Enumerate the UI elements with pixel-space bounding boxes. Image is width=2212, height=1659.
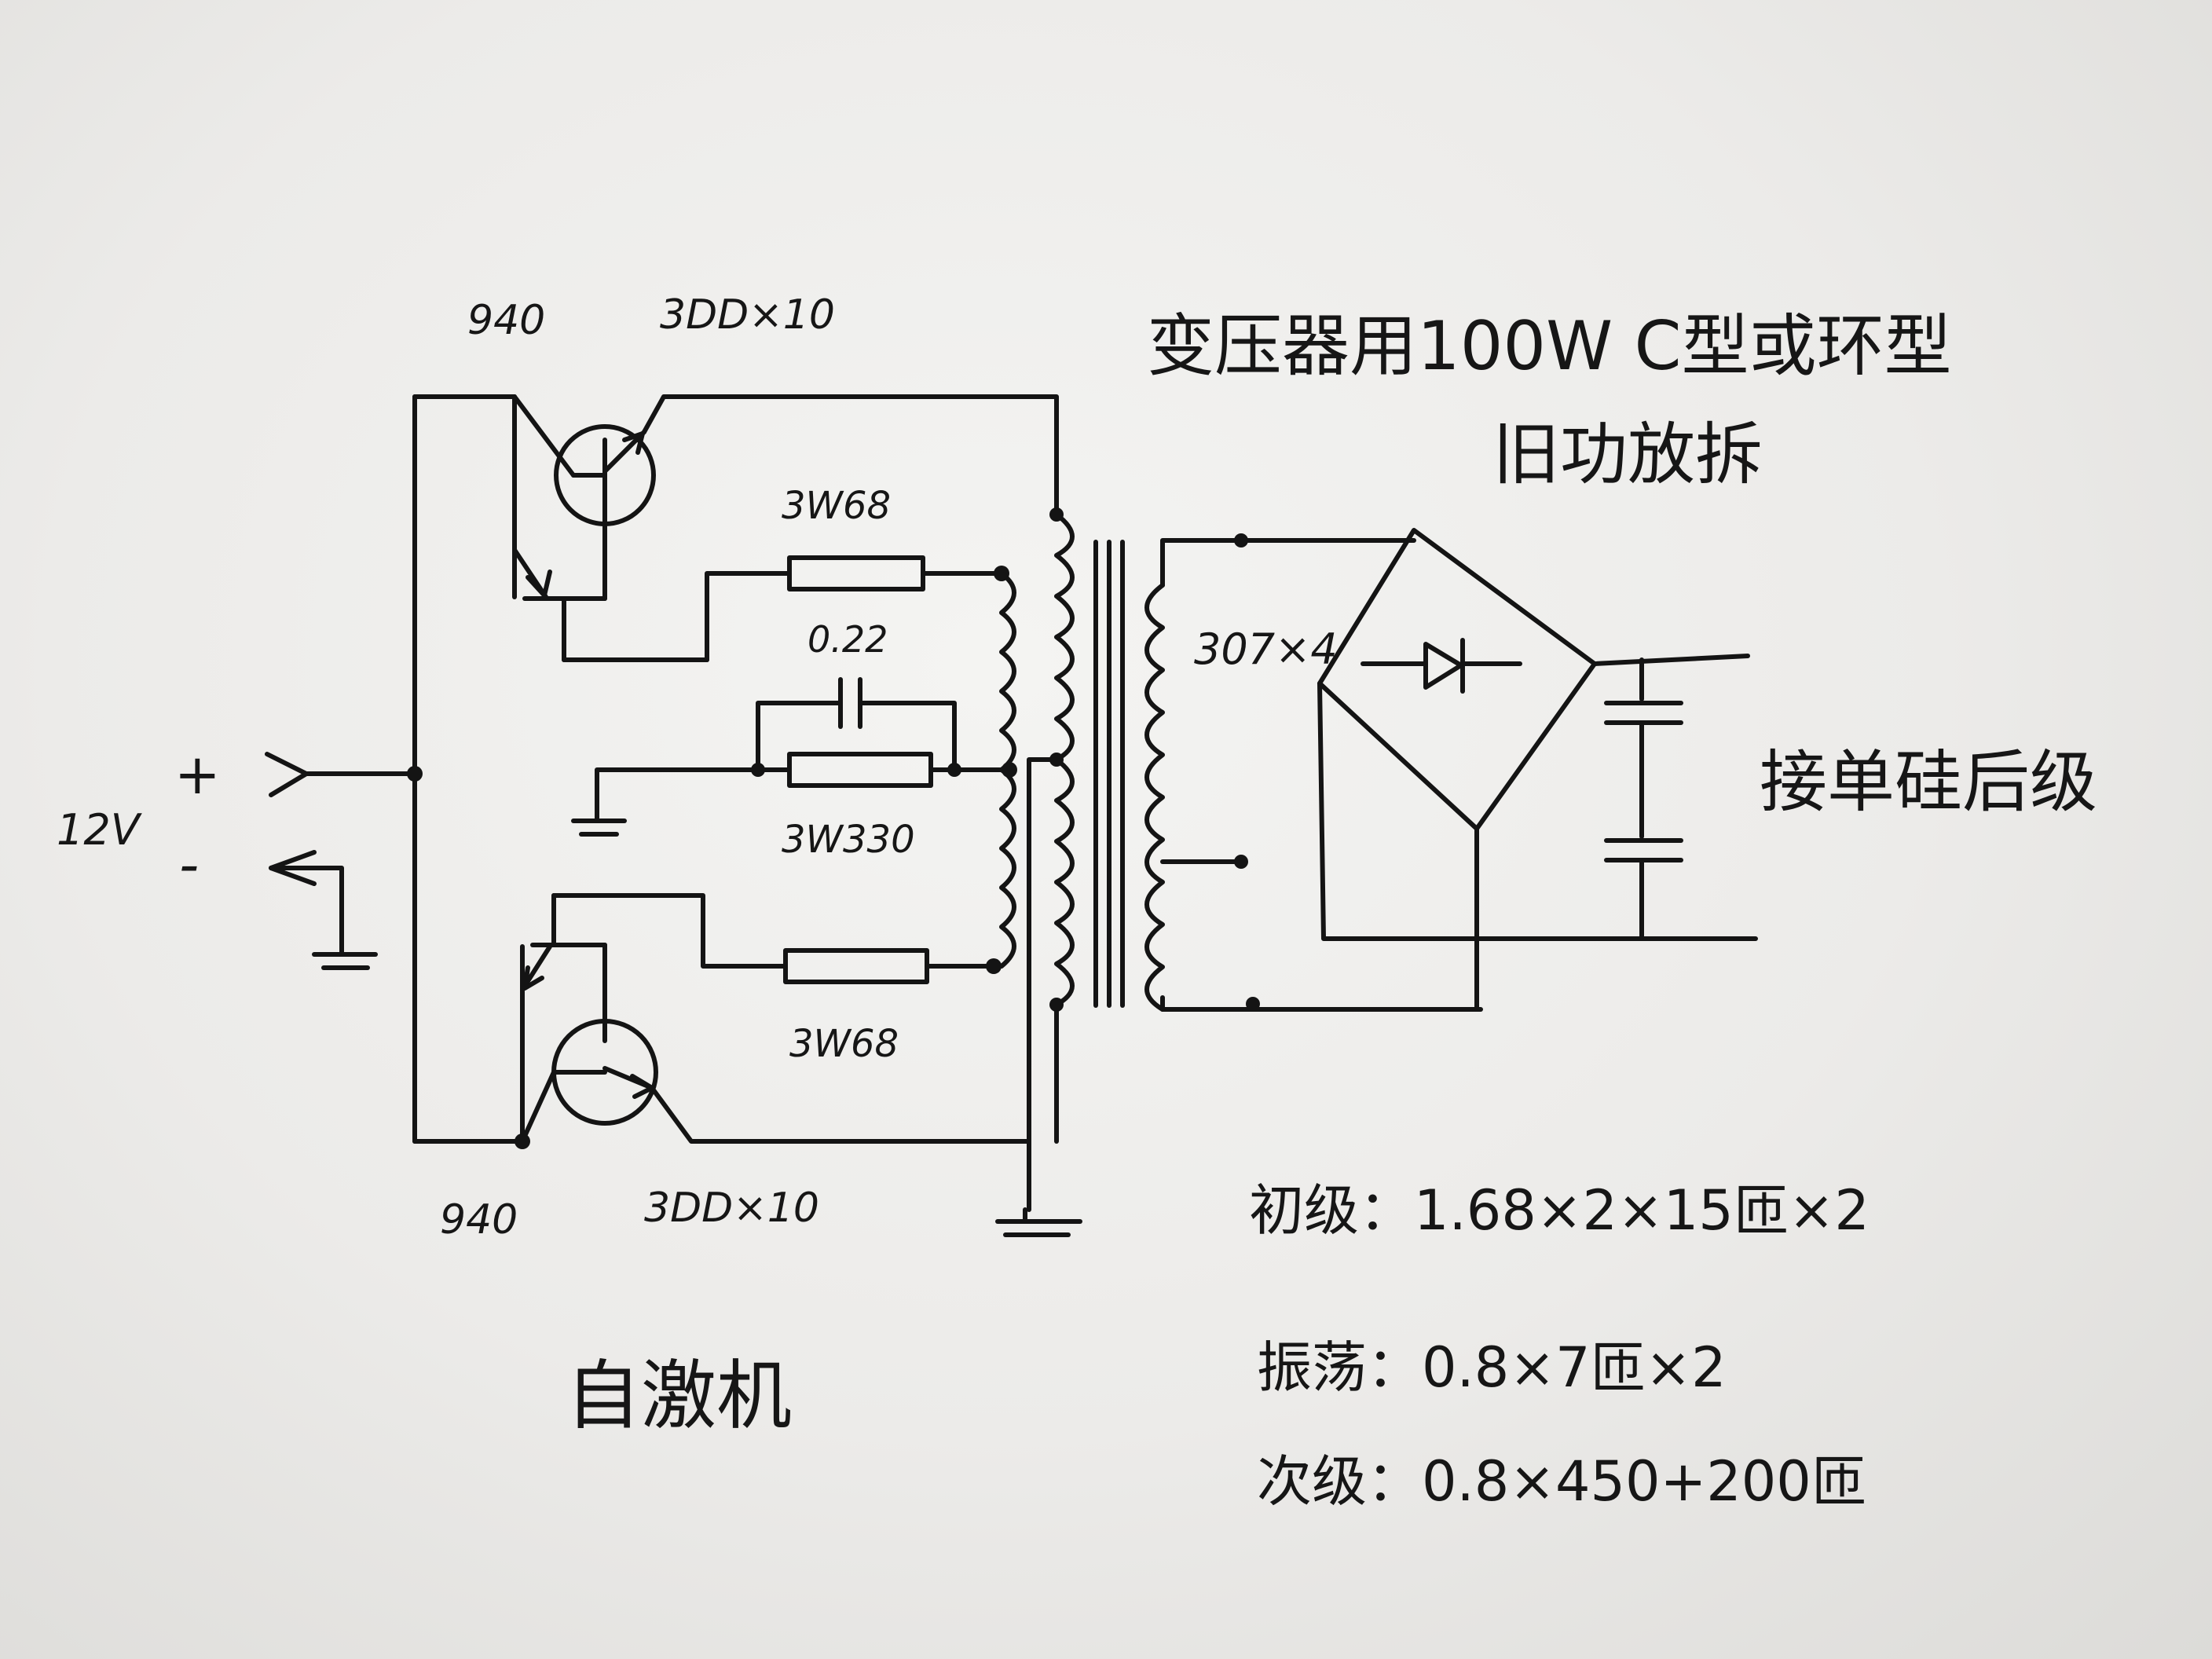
feedback-capacitor: 0.22 <box>756 618 957 772</box>
top-resistor-label: 3W68 <box>782 484 891 528</box>
bottom-resistor-label: 3W68 <box>789 1022 899 1066</box>
output-note: 接单硅后级 <box>1760 743 2097 822</box>
secondary-winding-note: 次级：0.8×450+200匝 <box>1257 1449 1866 1514</box>
circuit-name: 自激机 <box>566 1352 792 1440</box>
primary-winding-note: 初级：1.68×2×15匝×2 <box>1249 1178 1870 1243</box>
bridge-rectifier <box>1317 528 1758 1012</box>
transformer: 307×4 <box>995 507 1483 1237</box>
bottom-power-label: 3DD×10 <box>644 1185 819 1232</box>
primary-ground-symbol <box>995 1207 1082 1237</box>
supply-voltage-label: 12V <box>57 805 143 855</box>
primary-winding-lower <box>1054 757 1075 1007</box>
bottom-resistor: 3W68 <box>783 948 1002 1066</box>
transformer-note: 变压器用100W C型或环型 <box>1147 307 1952 386</box>
bias-ground-symbol <box>571 819 627 837</box>
plus-terminal-symbol <box>265 752 309 797</box>
middle-resistor-label: 3W330 <box>782 818 915 862</box>
source-note: 旧功放拆 <box>1492 416 1763 494</box>
top-driver-label: 940 <box>467 297 545 344</box>
diode-label: 307×4 <box>1194 624 1338 674</box>
notes: 变压器用100W C型或环型 旧功放拆 接单硅后级 自激机 初级：1.68×2×… <box>566 307 2097 1514</box>
oscillation-winding-note: 振荡：0.8×7匝×2 <box>1257 1335 1727 1400</box>
top-power-label: 3DD×10 <box>660 291 835 339</box>
primary-winding-upper <box>1054 512 1075 762</box>
filter-capacitors <box>1604 657 1683 941</box>
bottom-driver-label: 940 <box>440 1196 518 1243</box>
bridge-diode-symbol <box>1361 638 1522 694</box>
bottom-power-transistor <box>520 943 1031 1144</box>
secondary-winding <box>1144 583 1165 1012</box>
middle-resistor: 3W330 <box>571 752 1017 862</box>
top-driver-transistor <box>512 394 709 662</box>
bottom-driver-transistor <box>515 893 788 1149</box>
power-input: 12V + - <box>57 742 417 970</box>
capacitor-label: 0.22 <box>808 618 888 661</box>
supply-minus-label: - <box>179 833 199 897</box>
oscillation-winding <box>999 571 1016 969</box>
top-power-transistor <box>512 394 1059 601</box>
positive-rail <box>407 394 525 1144</box>
transformer-core <box>1093 540 1125 1008</box>
supply-plus-label: + <box>174 742 221 807</box>
input-ground-symbol <box>312 952 378 970</box>
bottom-transistor-pair: 940 3DD×10 <box>440 893 1031 1243</box>
top-transistor-pair: 940 3DD×10 <box>467 291 1059 662</box>
